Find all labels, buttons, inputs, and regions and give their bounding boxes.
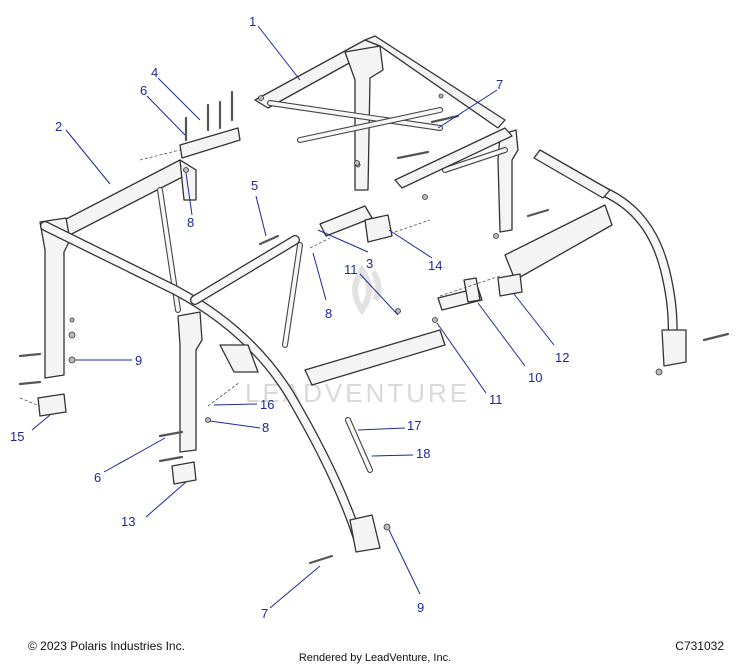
mount-bracket-4 xyxy=(179,90,241,159)
callout-15: 15 xyxy=(10,429,24,444)
bracket-10 xyxy=(437,277,483,311)
callout-2: 2 xyxy=(55,119,62,134)
assembly-dashed-lines xyxy=(19,149,501,407)
rear-frame xyxy=(254,35,519,233)
rendered-by-text: Rendered by LeadVenture, Inc. xyxy=(298,652,452,664)
callout-7-bottom: 7 xyxy=(261,606,268,621)
link-17 xyxy=(345,417,373,473)
callout-9-bottom: 9 xyxy=(417,600,424,615)
front-hoop xyxy=(39,159,303,453)
block-12 xyxy=(497,273,523,297)
block-13 xyxy=(171,461,197,485)
diagram-code: C731032 xyxy=(675,639,724,653)
callout-8-bottom: 8 xyxy=(262,420,269,435)
block-15 xyxy=(37,393,67,417)
callout-14: 14 xyxy=(428,258,442,273)
callouts: 1 2 3 4 5 6 6 7 7 8 8 8 9 9 10 11 11 xyxy=(10,14,569,621)
hardware xyxy=(18,114,730,565)
callout-16: 16 xyxy=(260,397,274,412)
callout-17: 17 xyxy=(407,418,421,433)
callout-11-bottom: 11 xyxy=(489,392,503,407)
callout-6-bottom: 6 xyxy=(94,470,101,485)
copyright-text: © 2023 Polaris Industries Inc. xyxy=(28,639,185,653)
cross-members xyxy=(304,149,613,386)
callout-6-top: 6 xyxy=(140,83,147,98)
callout-12: 12 xyxy=(555,350,569,365)
bracket-3 xyxy=(319,205,373,237)
bracket-16 xyxy=(219,344,259,373)
callout-13: 13 xyxy=(121,514,135,529)
callout-8-top: 8 xyxy=(187,215,194,230)
callout-8-middle: 8 xyxy=(325,306,332,321)
callout-10: 10 xyxy=(528,370,542,385)
callout-4: 4 xyxy=(151,65,158,80)
callout-9-left: 9 xyxy=(135,353,142,368)
callout-3: 3 xyxy=(366,256,373,271)
callout-1: 1 xyxy=(249,14,256,29)
block-14 xyxy=(364,214,393,243)
callout-11-top: 11 xyxy=(344,262,358,277)
callout-5: 5 xyxy=(251,178,258,193)
callout-18: 18 xyxy=(416,446,430,461)
main-roll-tube xyxy=(40,185,687,553)
callout-7-top: 7 xyxy=(496,77,503,92)
